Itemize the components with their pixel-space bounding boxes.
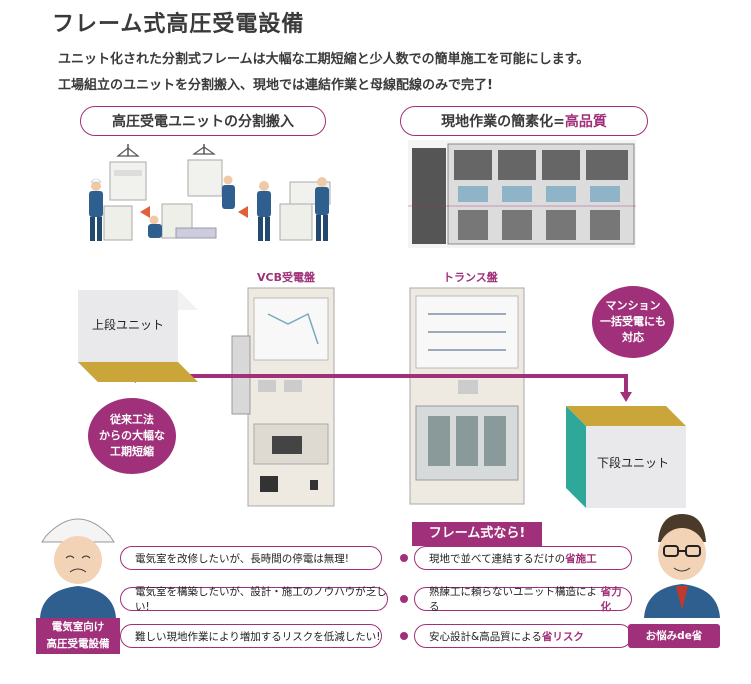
left-tag: 電気室向け 高圧受電設備 — [36, 618, 120, 654]
solution-highlight: 省力化 — [600, 586, 622, 613]
bubble-right-line: 一括受電にも — [600, 315, 666, 329]
bubble-right-line: マンション — [605, 299, 661, 313]
delivery-illustration — [89, 144, 331, 241]
delivery-scene-1 — [103, 144, 147, 241]
solution-banner: フレーム式なら! — [412, 522, 542, 546]
problem-text: 電気室を改修したいが、長時間の停電は無理! — [135, 552, 349, 565]
right-tag: お悩みde省 — [628, 624, 720, 648]
bubble-mansion-support: マンション一括受電にも対応 — [592, 286, 674, 358]
solution-highlight: 省リスク — [541, 630, 584, 643]
left-tag-line: 高圧受電設備 — [46, 638, 110, 650]
tie-icon — [676, 586, 688, 610]
upper-unit-cube — [78, 290, 198, 382]
bubble-left-line: からの大幅な — [99, 429, 165, 443]
connector-dot — [400, 632, 408, 640]
consultant-person-illustration — [644, 514, 720, 618]
installed-cabinets-illustration — [408, 140, 636, 248]
solution-1: 現地で並べて連結するだけの省施工 — [414, 546, 632, 570]
connector-dot — [400, 554, 408, 562]
lower-unit-cube — [566, 406, 686, 508]
upper-unit-label: 上段ユニット — [92, 318, 165, 332]
vcb-panel-label: VCB受電盤 — [257, 271, 315, 284]
flow-connector — [126, 369, 632, 402]
solution-3: 安心設計&高品質による省リスク — [414, 624, 632, 648]
page-title: フレーム式高圧受電設備 — [52, 12, 305, 37]
bubble-shortened-period: 従来工法からの大幅な工期短縮 — [88, 398, 176, 474]
worker-icon — [89, 178, 103, 241]
pill-simplified-work: 現地作業の簡素化=高品質 — [400, 106, 648, 136]
bubble-left-line: 工期短縮 — [110, 444, 154, 458]
hardhat-icon — [41, 518, 115, 543]
problem-3: 難しい現地作業により増加するリスクを低減したい! — [120, 624, 382, 648]
bubble-left-line: 従来工法 — [110, 413, 154, 427]
lead-line-2: 工場組立のユニットを分割搬入、現地では連結作業と母線配線のみで完了! — [58, 78, 493, 93]
solution-highlight: 省施工 — [565, 552, 597, 565]
connector-dot — [400, 595, 408, 603]
worker-person-illustration — [40, 518, 116, 618]
pill-left-label: 高圧受電ユニットの分割搬入 — [112, 114, 294, 130]
vcb-panel-image — [231, 287, 335, 507]
pill-right-prefix: 現地作業の簡素化= — [441, 114, 565, 130]
arrow-right-icon — [140, 206, 150, 218]
problem-text: 難しい現地作業により増加するリスクを低減したい! — [135, 630, 381, 643]
bubble-right-line: 対応 — [622, 330, 644, 344]
solution-text: 熟練工に頼らないユニット構造による — [429, 586, 597, 613]
transformer-panel-image — [409, 287, 525, 505]
delivery-scene-2 — [148, 144, 235, 239]
arrow-right-icon — [238, 206, 248, 218]
pill-right-highlight: 高品質 — [564, 114, 607, 130]
lower-unit-label: 下段ユニット — [597, 456, 670, 470]
solution-2: 熟練工に頼らないユニット構造による省力化 — [414, 586, 632, 613]
left-tag-line: 電気室向け — [51, 621, 105, 633]
trans-panel-label: トランス盤 — [443, 271, 498, 284]
solution-text: 現地で並べて連結するだけの — [429, 552, 566, 565]
delivery-scene-3 — [257, 177, 331, 241]
problem-text: 電気室を構築したいが、設計・施工のノウハウが乏しい! — [135, 586, 387, 613]
lead-line-1: ユニット化された分割式フレームは大幅な工期短縮と少人数での簡単施工を可能にします… — [58, 52, 590, 67]
problem-1: 電気室を改修したいが、長時間の停電は無理! — [120, 546, 382, 570]
glasses-icon — [663, 545, 701, 557]
pill-split-delivery: 高圧受電ユニットの分割搬入 — [80, 106, 326, 136]
problem-2: 電気室を構築したいが、設計・施工のノウハウが乏しい! — [120, 586, 388, 613]
solution-text: 安心設計&高品質による — [429, 630, 542, 643]
